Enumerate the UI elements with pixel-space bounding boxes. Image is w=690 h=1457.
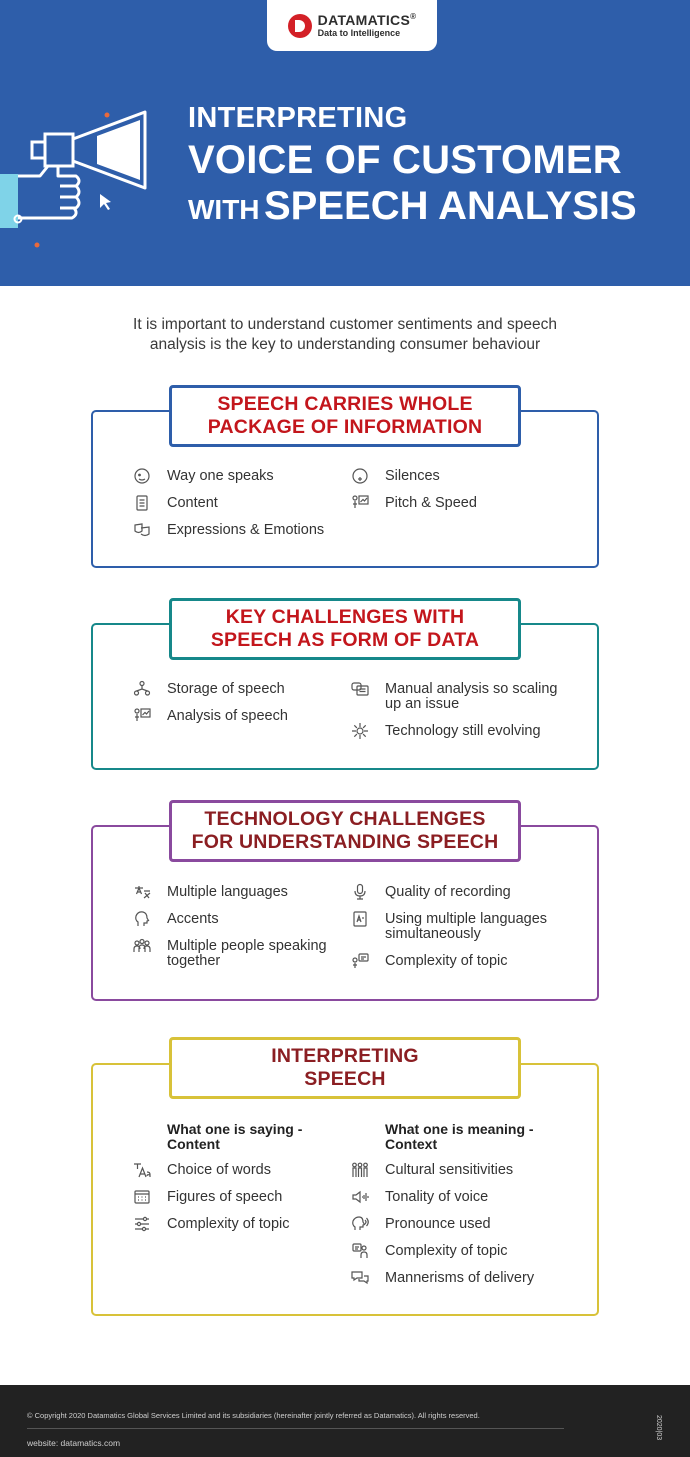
chat-bubbles-icon [351,1269,369,1287]
sliders-icon [133,1215,151,1233]
list-item: Mannerisms of delivery [351,1271,534,1287]
list-item: Manual analysis so scaling up an issue [351,682,575,712]
megaphone-hand-icon [0,110,147,248]
presenter-chart-icon [351,494,369,512]
brand-name: DATAMATICS [317,12,411,28]
section-key-challenges-heading: KEY CHALLENGES WITH SPEECH AS FORM OF DA… [169,598,521,660]
section-interpreting-speech-heading: INTERPRETING SPEECH [169,1037,521,1099]
speaker-board-icon [351,952,369,970]
content-subheading: What one is saying - Content [167,1121,303,1152]
brand-tagline: Data to Intelligence [317,28,401,38]
context-subheading: What one is meaning - Context [385,1121,534,1152]
section-technology-challenges-heading: TECHNOLOGY CHALLENGES FOR UNDERSTANDING … [169,800,521,862]
section-speech-information-heading: SPEECH CARRIES WHOLE PACKAGE OF INFORMAT… [169,385,521,447]
title-line-3-big: SPEECH ANALYSIS [263,184,637,228]
website-link[interactable]: website: datamatics.com [27,1438,121,1448]
list-item: Complexity of topic [351,1242,508,1260]
header-banner: DATAMATICS® Data to Intelligence INTERPR… [0,0,690,286]
title-line-3-small: WITH [188,194,260,225]
document-code: 2020|03 [655,1415,662,1441]
document-icon [133,494,151,512]
list-item: Expressions & Emotions [133,523,324,539]
list-item: Content [133,494,218,512]
analysis-board-icon [133,707,151,725]
list-item: Analysis of speech [133,707,288,725]
brand-logo[interactable]: DATAMATICS® Data to Intelligence [267,0,437,51]
list-item: Cultural sensitivities [351,1163,513,1179]
font-letters-icon [133,1161,151,1179]
list-item: Multiple people speaking together [133,939,347,969]
list-item: Complexity of topic [133,1217,290,1233]
section-interpreting-speech [91,1063,599,1316]
list-item: Complexity of topic [351,952,508,970]
list-item: Multiple languages [133,885,288,901]
language-card-icon [351,910,369,928]
face-profile-icon [133,467,151,485]
list-item: Accents [133,910,219,928]
datamatics-logo-icon [287,13,312,38]
speaker-volume-icon [351,1188,369,1206]
list-item: Figures of speech [133,1190,282,1206]
list-item: Choice of words [133,1163,271,1179]
page-title: INTERPRETING VOICE OF CUSTOMER WITH SPEE… [188,102,637,228]
chat-list-icon [351,680,369,698]
list-item: Using multiple languages simultaneously [351,910,575,942]
theatre-masks-icon [133,521,151,539]
hierarchy-people-icon [133,680,151,698]
list-item: Way one speaks [133,467,274,485]
calendar-grid-icon [133,1188,151,1206]
intro-text: It is important to understand customer s… [133,316,557,353]
list-item: Silences [351,467,440,485]
list-item: Storage of speech [133,680,285,698]
brand-registered-mark: ® [410,12,417,21]
translate-icon [133,883,151,901]
list-item: Tonality of voice [351,1190,488,1206]
title-line-2: VOICE OF CUSTOMER [188,138,622,182]
network-gear-icon [351,722,369,740]
speaking-head-icon [351,1215,369,1233]
people-group-icon [351,1161,369,1179]
title-line-1: INTERPRETING [188,102,408,134]
list-item: Technology still evolving [351,722,541,740]
list-item: Pitch & Speed [351,494,477,512]
topic-board-icon [351,1242,369,1260]
head-speaking-icon [133,910,151,928]
copyright-text: © Copyright 2020 Datamatics Global Servi… [27,1411,480,1420]
silence-face-icon [351,467,369,485]
list-item: Pronounce used [351,1215,491,1233]
list-item: Quality of recording [351,883,511,901]
group-people-icon [133,937,151,955]
footer: © Copyright 2020 Datamatics Global Servi… [0,1385,690,1457]
microphone-icon [351,883,369,901]
footer-divider [27,1428,564,1429]
